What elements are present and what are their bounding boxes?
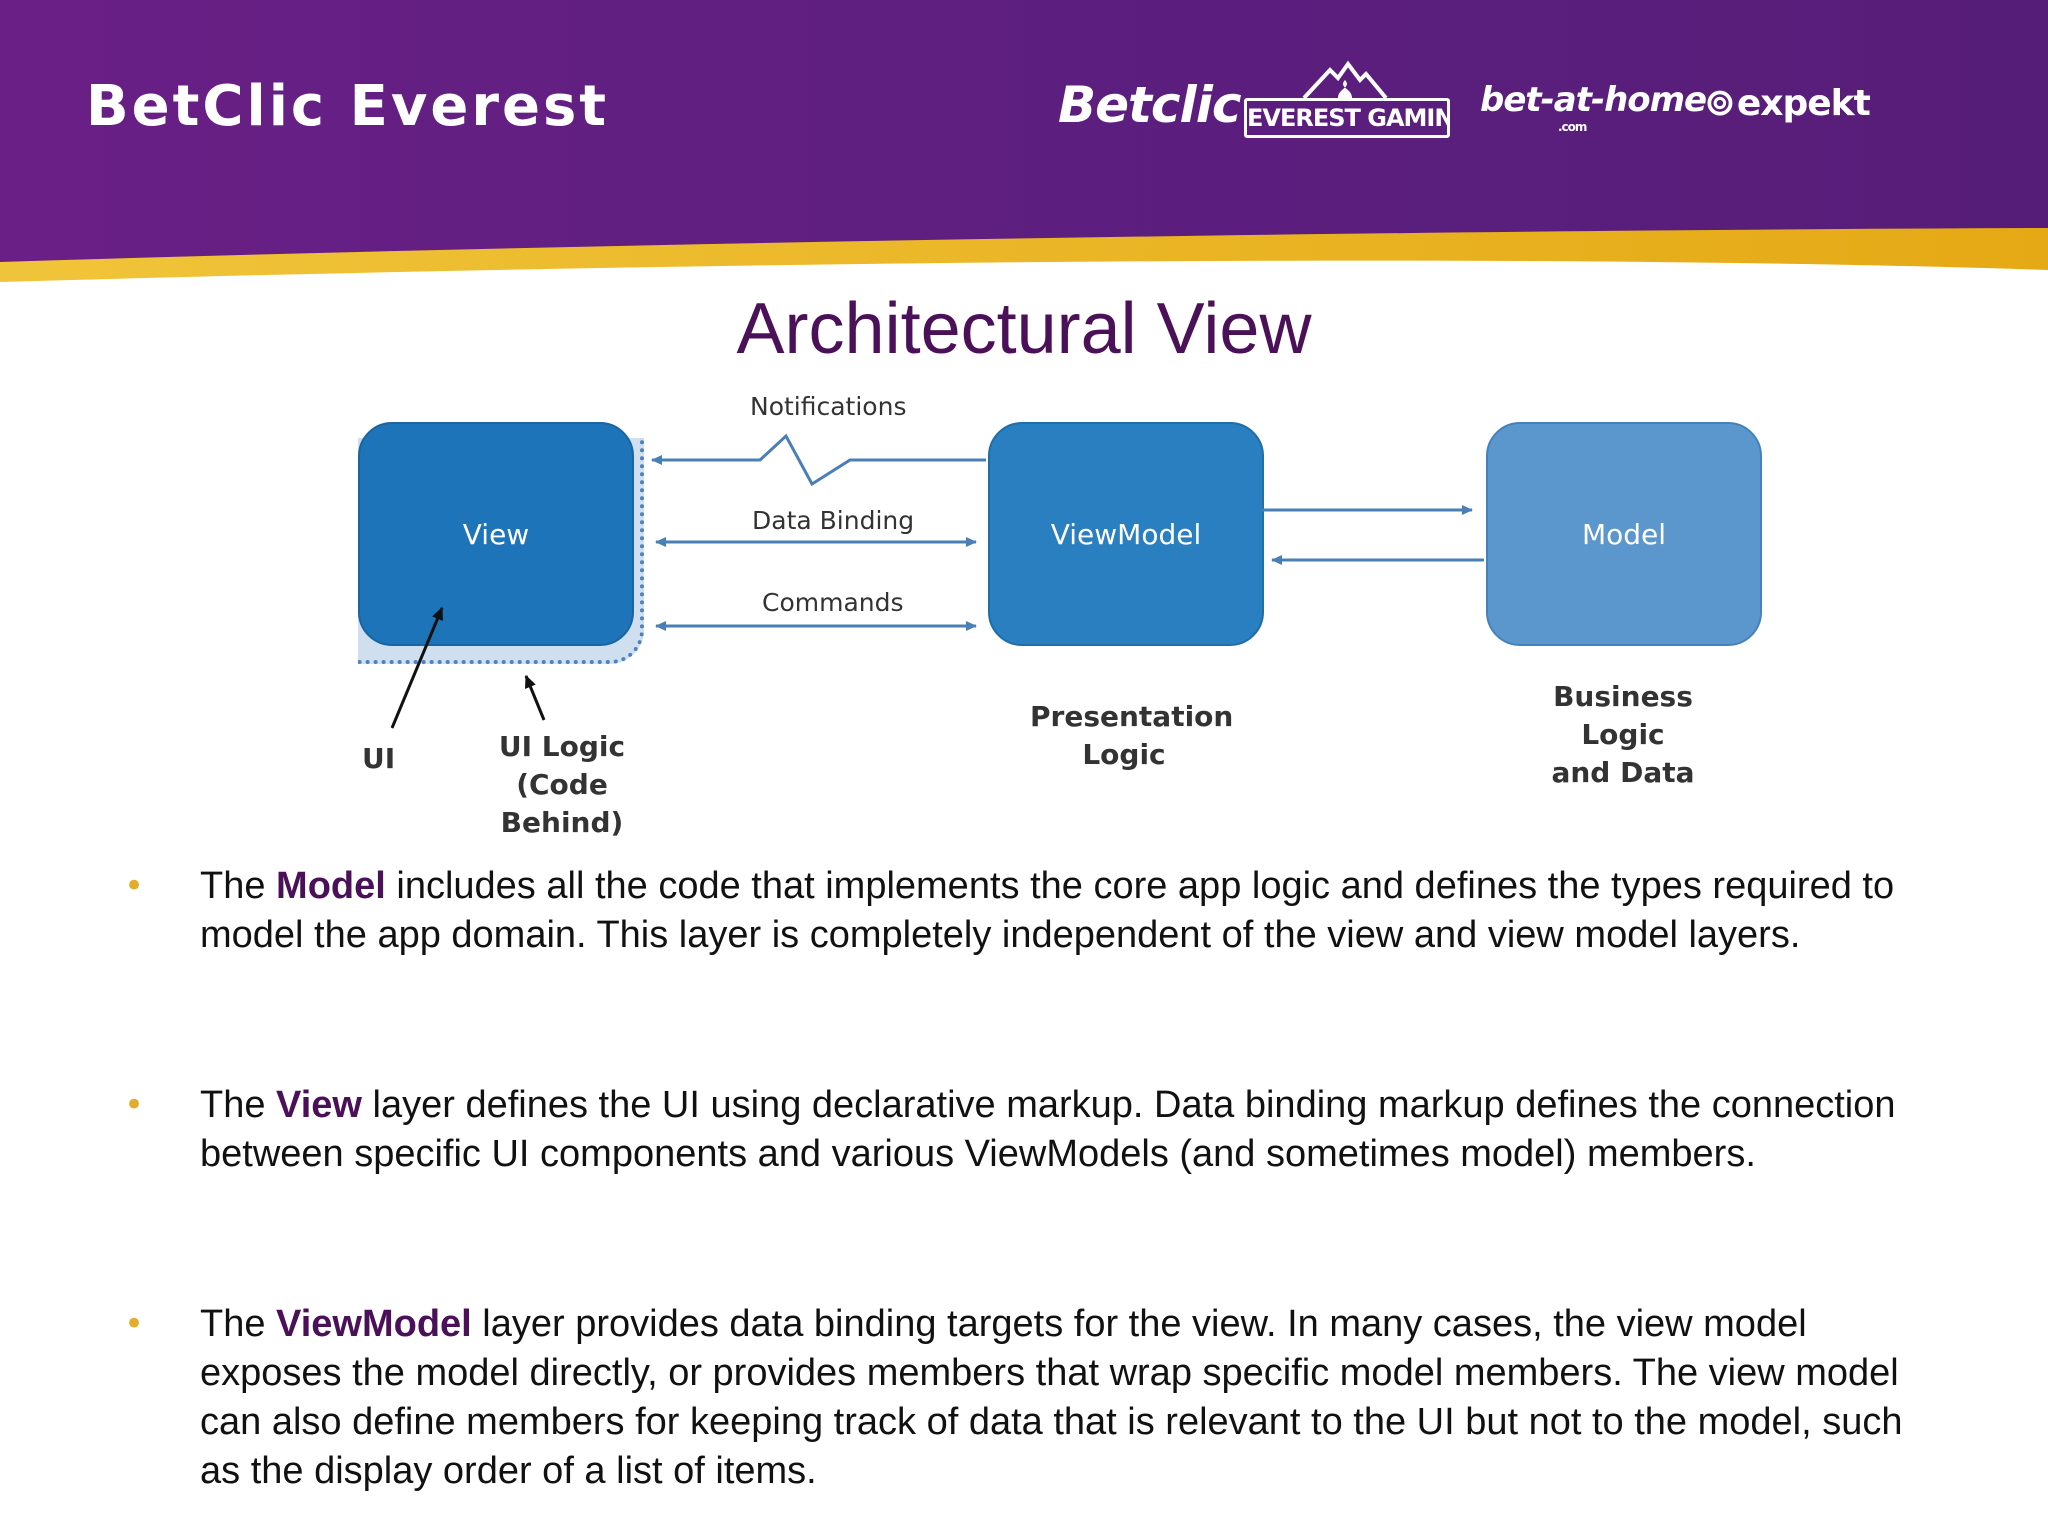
mountain-icon [1302,60,1388,100]
business-caption-line-1: Business [1553,680,1693,713]
ui-logic-caption: UI Logic (Code Behind) [456,728,668,842]
ui-logic-caption-line-1: UI Logic [498,730,626,763]
bullet-keyword: View [276,1084,362,1126]
data-binding-label: Data Binding [752,506,915,535]
viewmodel-node-label: ViewModel [1050,517,1202,551]
bullet-prefix: The [200,1303,277,1345]
bullet-text: layer defines the UI using declarative m… [200,1084,1896,1175]
presentation-logic-caption: Presentation Logic [1030,698,1234,774]
view-node: View [358,422,634,646]
bullet-text: includes all the code that implements th… [200,865,1895,956]
model-node-label: Model [1581,517,1667,551]
bet-at-home-logo: bet-at-home .com [1480,80,1707,134]
notifications-arrow [651,433,986,487]
bullet-text: layer provides data binding targets for … [200,1303,1903,1492]
bullet-marker: • [124,1304,145,1344]
expekt-swirl-icon: ⊚ [1704,80,1736,124]
ui-caption: UI [362,742,396,775]
bullet-prefix: The [200,865,277,907]
brand-title: BetClic Everest [86,74,610,139]
bullet-keyword: ViewModel [276,1303,472,1345]
bullet-keyword: Model [276,865,386,907]
business-caption-line-3: and Data [1551,756,1695,789]
bullet-viewmodel: The ViewModel layer provides data bindin… [200,1300,1920,1496]
view-node-label: View [462,517,530,551]
bullet-marker: • [124,866,145,906]
bullet-model: The Model includes all the code that imp… [200,862,1920,960]
business-caption-line-2: Logic [1581,718,1665,751]
bullet-view: The View layer defines the UI using decl… [200,1081,1920,1179]
betclic-logo: Betclic [1058,76,1241,134]
business-logic-caption: Business Logic and Data [1540,678,1706,792]
expekt-wordmark: expekt [1736,83,1871,124]
header-banner: BetClic Everest Betclic EVEREST GAMING b… [0,0,2048,300]
ui-logic-pointer-arrow [524,674,546,721]
everest-gaming-wordmark: EVEREST GAMING [1244,98,1450,138]
bullet-marker: • [124,1085,145,1125]
expekt-logo: ⊚expekt [1704,80,1871,124]
bet-at-home-wordmark: bet-at-home [1480,80,1707,120]
page-title: Architectural View [736,289,1312,369]
presentation-caption-line-2: Logic [1082,738,1166,771]
diagram-connectors [390,433,1484,729]
ui-pointer-arrow [390,606,444,729]
ui-logic-caption-line-2: (Code Behind) [500,768,624,839]
everest-gaming-logo: EVEREST GAMING [1244,60,1450,138]
banner-background [0,0,2048,282]
bullet-prefix: The [200,1084,277,1126]
mvvm-diagram: View ViewModel Model Notifications Data [358,392,1762,842]
viewmodel-node: ViewModel [988,422,1264,646]
notifications-label: Notifications [750,392,907,421]
model-node: Model [1486,422,1762,646]
bet-at-home-domain: .com [1558,120,1587,134]
commands-label: Commands [762,588,904,617]
presentation-caption-line-1: Presentation [1030,700,1234,733]
